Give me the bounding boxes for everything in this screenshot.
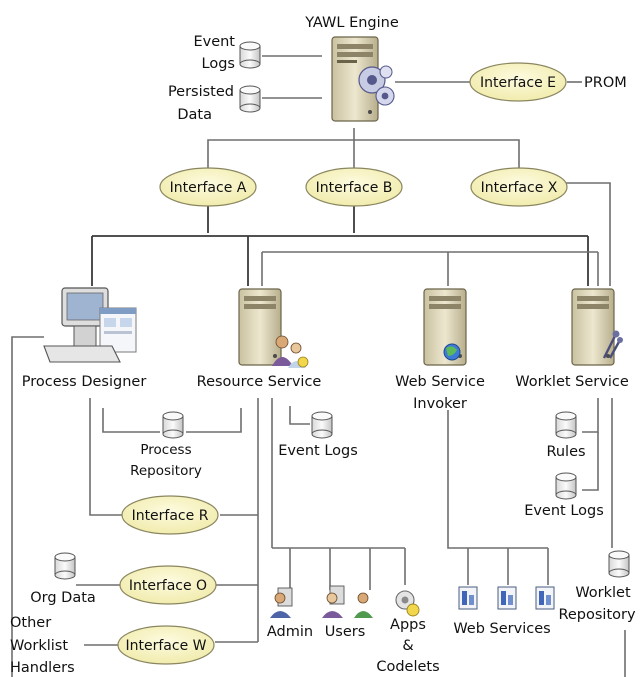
invoker-server-icon	[423, 288, 467, 366]
worklet-repository-store: Worklet Repository	[558, 550, 636, 623]
engine-server-icon	[331, 36, 395, 122]
web-service-invoker-line2: Invoker	[413, 396, 467, 412]
web-service-invoker: Web Service Invoker	[395, 288, 485, 412]
admin-label: Admin	[267, 624, 313, 640]
database-icon	[239, 41, 261, 69]
apps-line3: Codelets	[376, 659, 439, 675]
interface-a: Interface A	[159, 167, 257, 207]
worklet-event-logs-store: Event Logs	[524, 472, 604, 519]
other-worklist-line2: Worklist	[10, 638, 68, 654]
other-worklist-line1: Other	[10, 615, 51, 631]
org-data-store: Org Data	[30, 552, 96, 606]
interface-x-label: Interface X	[481, 180, 558, 196]
engine-event-logs-store: Event Logs	[193, 34, 261, 72]
web-service-icons	[458, 586, 555, 610]
interface-r: Interface R	[121, 495, 219, 535]
worklet-service-label: Worklet Service	[515, 374, 629, 390]
interface-w-label: Interface W	[126, 638, 207, 654]
database-icon	[608, 550, 630, 578]
other-worklist-handlers: Other Worklist Handlers	[10, 615, 75, 676]
interface-x: Interface X	[470, 167, 568, 207]
users-person-icon	[322, 585, 373, 618]
org-data-label: Org Data	[30, 590, 96, 606]
process-designer-label: Process Designer	[22, 374, 147, 390]
event-logs-line1: Event	[193, 34, 235, 50]
resource-server-icon	[238, 288, 309, 368]
persisted-data-line2: Data	[177, 107, 212, 123]
process-repository-line1: Process	[140, 442, 191, 458]
resource-event-logs-store: Event Logs	[278, 411, 358, 459]
interface-r-label: Interface R	[132, 508, 209, 524]
database-icon	[54, 552, 76, 580]
interface-o-label: Interface O	[129, 578, 207, 594]
database-icon	[311, 411, 333, 439]
database-icon	[555, 411, 577, 439]
connectors	[11, 55, 626, 677]
rules-store: Rules	[546, 411, 586, 460]
rules-label: Rules	[546, 444, 585, 460]
admin-client: Admin	[267, 587, 313, 640]
other-worklist-line3: Handlers	[10, 660, 75, 676]
users-label: Users	[325, 624, 366, 640]
worklet-event-logs-label: Event Logs	[524, 503, 604, 519]
engine-persisted-data-store: Persisted Data	[168, 84, 261, 123]
database-icon	[555, 472, 577, 500]
apps-line1: Apps	[390, 617, 426, 633]
worklet-server-icon	[571, 288, 623, 366]
web-services-label: Web Services	[453, 621, 550, 637]
persisted-data-line1: Persisted	[168, 84, 234, 100]
interface-e: Interface E	[469, 62, 567, 102]
gear-icon	[395, 590, 420, 617]
process-designer: Process Designer	[22, 287, 147, 390]
worklet-repository-line1: Worklet	[575, 585, 631, 601]
engine-label: YAWL Engine	[304, 15, 399, 31]
interface-e-label: Interface E	[480, 75, 556, 91]
admin-person-icon	[270, 587, 293, 618]
apps-codelets-client: Apps & Codelets	[376, 590, 440, 675]
process-repository-store: Process Repository	[130, 411, 202, 479]
resource-service-label: Resource Service	[197, 374, 322, 390]
event-logs-line2: Logs	[202, 56, 235, 72]
interface-o: Interface O	[119, 565, 217, 605]
web-service-invoker-line1: Web Service	[395, 374, 485, 390]
yawl-engine: YAWL Engine	[304, 15, 399, 122]
worklet-repository-line2: Repository	[558, 607, 636, 623]
interface-b-label: Interface B	[316, 180, 393, 196]
interface-b: Interface B	[305, 167, 403, 207]
users-client: Users	[322, 585, 373, 640]
apps-line2: &	[402, 638, 413, 654]
web-services-client: Web Services	[453, 586, 555, 637]
database-icon	[239, 85, 261, 113]
interface-w: Interface W	[117, 625, 215, 665]
database-icon	[162, 411, 184, 439]
worklet-service: Worklet Service	[515, 288, 629, 390]
resource-service: Resource Service	[197, 288, 322, 390]
interface-a-label: Interface A	[170, 180, 247, 196]
workstation-icon	[43, 287, 137, 363]
prom-label: PROM	[584, 75, 627, 91]
resource-event-logs-label: Event Logs	[278, 443, 358, 459]
process-repository-line2: Repository	[130, 463, 202, 479]
